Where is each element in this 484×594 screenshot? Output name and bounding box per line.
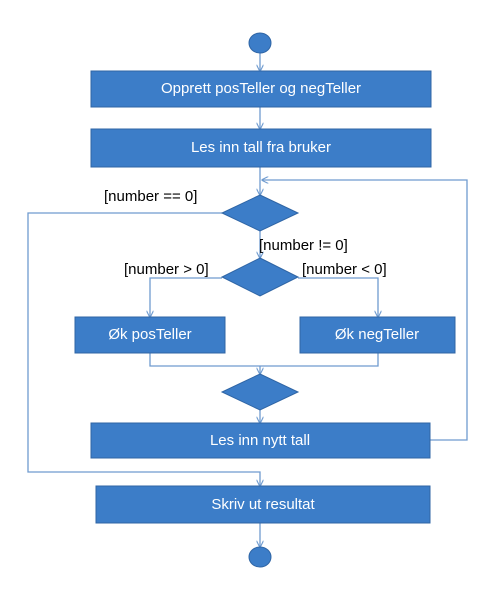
print-result-label: Skriv ut resultat: [211, 496, 315, 513]
edge-inc-pos-to-merge: [149, 353, 260, 367]
inc-neg-box: [299, 316, 456, 354]
end-node: [248, 546, 272, 568]
edge-sign-check-to-inc-pos: [150, 277, 222, 317]
guard-equals-zero: [number == 0]: [104, 188, 197, 205]
sign-check-decision: [220, 257, 300, 297]
create-counters-label: Opprett posTeller og negTeller: [161, 80, 361, 97]
read-number-box: [90, 128, 432, 168]
read-number-label: Les inn tall fra bruker: [191, 139, 331, 156]
read-next-box: [90, 422, 431, 459]
guard-negative: [number < 0]: [302, 261, 387, 278]
start-node: [248, 32, 272, 54]
read-next-label: Les inn nytt tall: [210, 432, 310, 449]
print-result-box: [95, 485, 431, 524]
guard-not-zero: [number != 0]: [259, 237, 348, 254]
edge-inc-neg-to-merge: [260, 353, 379, 367]
inc-neg-label: Øk negTeller: [335, 326, 419, 343]
guard-positive: [number > 0]: [124, 261, 209, 278]
edge-loop-back: [262, 180, 468, 441]
merge-decision: [220, 373, 300, 411]
zero-check-decision: [220, 194, 300, 232]
inc-pos-label: Øk posTeller: [108, 326, 191, 343]
inc-pos-box: [74, 316, 226, 354]
edge-zero-exit: [27, 212, 260, 486]
create-counters-box: [90, 70, 432, 108]
edge-sign-check-to-inc-neg: [298, 277, 378, 317]
